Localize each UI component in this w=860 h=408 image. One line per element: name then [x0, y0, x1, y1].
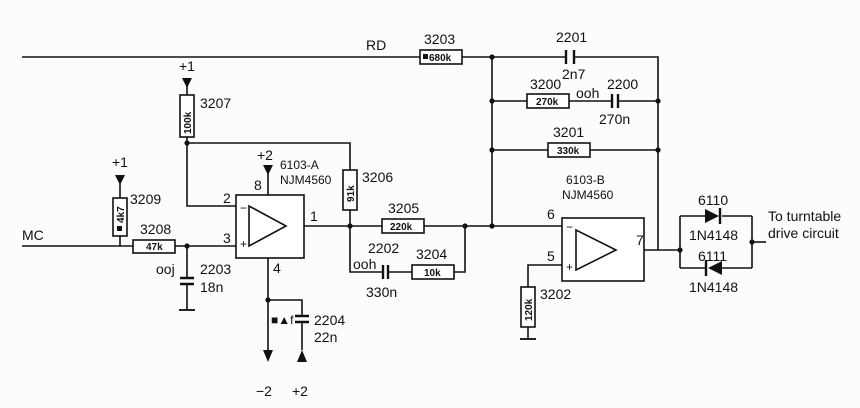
svg-text:+1: +1 [179, 58, 195, 74]
diode-6111: 6111 1N4148 [689, 248, 738, 295]
opamp-b-pin6: 6 [547, 206, 555, 222]
resistor-3204: 10k 3204 [411, 246, 455, 280]
svg-text:−2: −2 [256, 383, 272, 399]
svg-text:−: − [566, 220, 573, 234]
junctions [184, 54, 755, 303]
resistor-3200: 270k 3200 [526, 76, 570, 109]
supply-plus2-ic: +2 [257, 147, 273, 175]
svg-text:6111: 6111 [698, 248, 727, 264]
svg-text:2202: 2202 [368, 240, 399, 256]
capacitor-2201: 2201 2n7 [556, 29, 587, 82]
svg-text:3209: 3209 [130, 191, 161, 207]
supply-plus1-b: +1 [112, 154, 128, 185]
svg-text:−: − [240, 201, 247, 215]
svg-text:22n: 22n [314, 329, 337, 345]
resistor-3209: 4k7 3209 [112, 191, 161, 237]
svg-text:2200: 2200 [607, 76, 638, 92]
output-label-line1: To turntable [768, 208, 841, 224]
svg-text:10k: 10k [424, 268, 441, 279]
resistor-3202: 120k 3202 [520, 286, 571, 328]
svg-text:680k: 680k [429, 53, 452, 64]
opamp-6103-b: − + 6 5 7 6103-B NJM4560 [547, 173, 645, 282]
capacitor-2203: 2203 ooj 18n [156, 261, 231, 295]
opamp-6103-a: − + 2 3 1 8 4 6103-A NJM4560 [223, 158, 332, 276]
svg-text:6110: 6110 [698, 192, 728, 208]
svg-text:3200: 3200 [530, 76, 561, 92]
svg-text:270k: 270k [536, 97, 559, 108]
opamp-b-ref: 6103-B [566, 173, 605, 187]
opamp-a-ref: 6103-A [280, 158, 319, 172]
svg-text:ooj: ooj [156, 261, 175, 277]
svg-text:1N4148: 1N4148 [689, 279, 738, 295]
opamp-a-pin4: 4 [273, 260, 281, 276]
opamp-a-pin8: 8 [254, 177, 262, 193]
svg-text:ooh: ooh [576, 85, 599, 101]
svg-text:+2: +2 [257, 147, 273, 163]
resistor-3207: 100k 3207 [179, 94, 231, 138]
capacitor-2200: 2200 ooh 270n [576, 76, 638, 127]
svg-text:3206: 3206 [362, 169, 393, 185]
svg-text:47k: 47k [146, 242, 163, 253]
supply-minus2: −2 [256, 350, 273, 399]
ground-symbols [179, 309, 536, 340]
svg-text:330n: 330n [366, 284, 397, 300]
svg-text:2201: 2201 [556, 29, 587, 45]
svg-text:3208: 3208 [140, 221, 171, 237]
svg-text:ooh: ooh [353, 256, 376, 272]
opamp-a-pin1: 1 [310, 208, 318, 224]
opamp-b-pin5: 5 [547, 248, 555, 264]
svg-text:270n: 270n [599, 111, 630, 127]
svg-text:120k: 120k [524, 298, 535, 321]
resistor-3203: 680k 3203 [419, 31, 463, 65]
svg-text:330k: 330k [557, 146, 580, 157]
svg-text:+: + [566, 260, 573, 274]
svg-text:3201: 3201 [553, 124, 584, 140]
opamp-b-pin7: 7 [636, 232, 644, 248]
svg-text:■▲f: ■▲f [271, 313, 294, 327]
svg-text:3202: 3202 [540, 286, 571, 302]
svg-text:220k: 220k [390, 222, 413, 233]
svg-text:1N4148: 1N4148 [689, 227, 738, 243]
opamp-b-part: NJM4560 [562, 188, 614, 202]
svg-text:2n7: 2n7 [562, 66, 586, 82]
svg-text:+: + [240, 237, 247, 251]
svg-text:2204: 2204 [314, 312, 345, 328]
resistor-3208: 47k 3208 [132, 221, 176, 254]
svg-text:18n: 18n [200, 279, 223, 295]
supply-plus2-bottom: +2 [292, 350, 308, 399]
capacitor-2204: 2204 ■▲f 22n [271, 312, 345, 345]
svg-text:4k7: 4k7 [116, 206, 127, 223]
opamp-a-pin3: 3 [223, 230, 231, 246]
svg-text:3204: 3204 [416, 246, 447, 262]
svg-text:91k: 91k [346, 185, 357, 202]
svg-text:3203: 3203 [424, 31, 455, 47]
net-label-rd: RD [366, 37, 386, 53]
svg-text:+1: +1 [112, 154, 128, 170]
svg-text:+2: +2 [292, 383, 308, 399]
svg-text:2203: 2203 [200, 261, 231, 277]
svg-text:3205: 3205 [388, 200, 419, 216]
output-label-line2: drive circuit [768, 225, 839, 241]
opamp-a-part: NJM4560 [280, 173, 332, 187]
supply-plus1-a: +1 [179, 58, 195, 88]
capacitor-2202: 2202 ooh 330n [353, 240, 399, 300]
svg-text:100k: 100k [183, 111, 194, 134]
resistor-3206: 91k 3206 [342, 169, 393, 211]
opamp-a-pin2: 2 [223, 190, 231, 206]
net-label-mc: MC [22, 227, 44, 243]
diode-6110: 6110 1N4148 [689, 192, 738, 243]
svg-text:3207: 3207 [200, 95, 231, 111]
resistor-3201: 330k 3201 [547, 124, 591, 158]
resistor-3205: 220k 3205 [381, 200, 425, 234]
